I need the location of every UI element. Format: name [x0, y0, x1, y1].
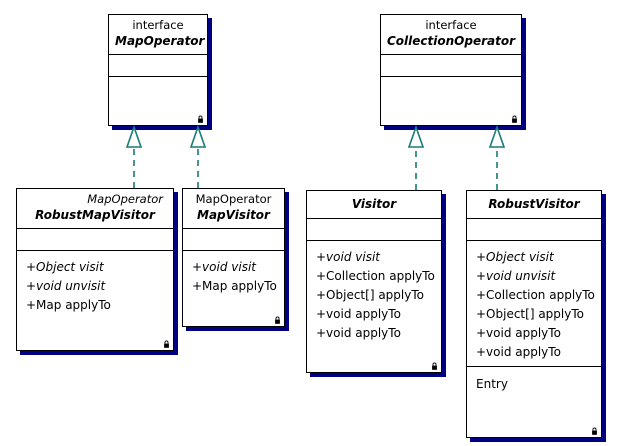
class-header-robust-visitor: RobustVisitor — [467, 191, 601, 219]
operation-item: +void applyTo — [316, 307, 401, 321]
realization-robust-visitor-to-collection-operator — [488, 124, 506, 190]
class-attributes-compartment — [183, 229, 284, 251]
uml-class-visitor[interactable]: Visitor +void visit +Collection applyTo … — [306, 190, 442, 373]
interface-name-label: CollectionOperator — [387, 34, 516, 48]
class-header-map-visitor: MapOperator MapVisitor — [183, 189, 284, 229]
uml-class-robust-map-visitor[interactable]: MapOperator RobustMapVisitor +Object vis… — [16, 188, 174, 351]
operation-item: +Object visit — [476, 250, 554, 264]
operation-item: +void applyTo — [476, 345, 561, 359]
operation-item: +void applyTo — [476, 326, 561, 340]
realization-robust-map-visitor-to-map-operator — [125, 124, 143, 188]
inner-type-item: Entry — [476, 377, 508, 391]
realization-map-visitor-to-map-operator — [189, 124, 207, 188]
class-attributes-compartment — [17, 229, 173, 251]
operation-item: +Map applyTo — [26, 298, 111, 312]
interface-attributes-compartment — [381, 55, 521, 77]
interface-header-map-operator: interface MapOperator — [109, 15, 207, 55]
interface-header-collection-operator: interface CollectionOperator — [381, 15, 521, 55]
class-name-label: RobustVisitor — [488, 197, 580, 211]
interface-operations-compartment — [381, 77, 521, 125]
class-stereotype-label: MapOperator — [195, 192, 272, 206]
uml-class-robust-visitor[interactable]: RobustVisitor +Object visit +void unvisi… — [466, 190, 602, 438]
operation-item: +void unvisit — [476, 269, 556, 283]
class-name-label: MapVisitor — [197, 208, 270, 222]
operation-item: +void visit — [192, 260, 256, 274]
class-header-robust-map-visitor: MapOperator RobustMapVisitor — [17, 189, 173, 229]
interface-operations-compartment — [109, 77, 207, 125]
class-attributes-compartment — [467, 219, 601, 241]
operation-item: +Collection applyTo — [316, 269, 435, 283]
class-operations-compartment: +Object visit +void unvisit +Map applyTo — [17, 251, 173, 350]
lock-icon — [275, 316, 280, 324]
operation-item: +void visit — [316, 250, 380, 264]
lock-icon — [198, 115, 203, 123]
class-operations-compartment: +void visit +Collection applyTo +Object[… — [307, 241, 441, 372]
class-inner-types-compartment: Entry — [467, 367, 601, 437]
operation-item: +Map applyTo — [192, 279, 277, 293]
interface-stereotype-label: interface — [425, 18, 477, 32]
class-header-visitor: Visitor — [307, 191, 441, 219]
operation-item: +void applyTo — [316, 326, 401, 340]
interface-attributes-compartment — [109, 55, 207, 77]
realization-visitor-to-collection-operator — [407, 124, 425, 190]
uml-interface-map-operator[interactable]: interface MapOperator — [108, 14, 208, 126]
uml-class-map-visitor[interactable]: MapOperator MapVisitor +void visit +Map … — [182, 188, 285, 327]
class-stereotype-label: MapOperator — [87, 192, 163, 206]
interface-name-label: MapOperator — [115, 34, 205, 48]
lock-icon — [512, 115, 517, 123]
uml-interface-collection-operator[interactable]: interface CollectionOperator — [380, 14, 522, 126]
class-name-label: RobustMapVisitor — [35, 208, 155, 222]
interface-stereotype-label: interface — [132, 18, 184, 32]
lock-icon — [164, 340, 169, 348]
operation-item: +Object[] applyTo — [316, 288, 424, 302]
class-operations-compartment: +Object visit +void unvisit +Collection … — [467, 241, 601, 367]
lock-icon — [432, 362, 437, 370]
class-name-label: Visitor — [351, 197, 397, 211]
class-attributes-compartment — [307, 219, 441, 241]
operation-item: +Object[] applyTo — [476, 307, 584, 321]
operation-item: +void unvisit — [26, 279, 106, 293]
lock-icon — [592, 427, 597, 435]
operation-item: +Collection applyTo — [476, 288, 595, 302]
class-operations-compartment: +void visit +Map applyTo — [183, 251, 284, 326]
operation-item: +Object visit — [26, 260, 104, 274]
